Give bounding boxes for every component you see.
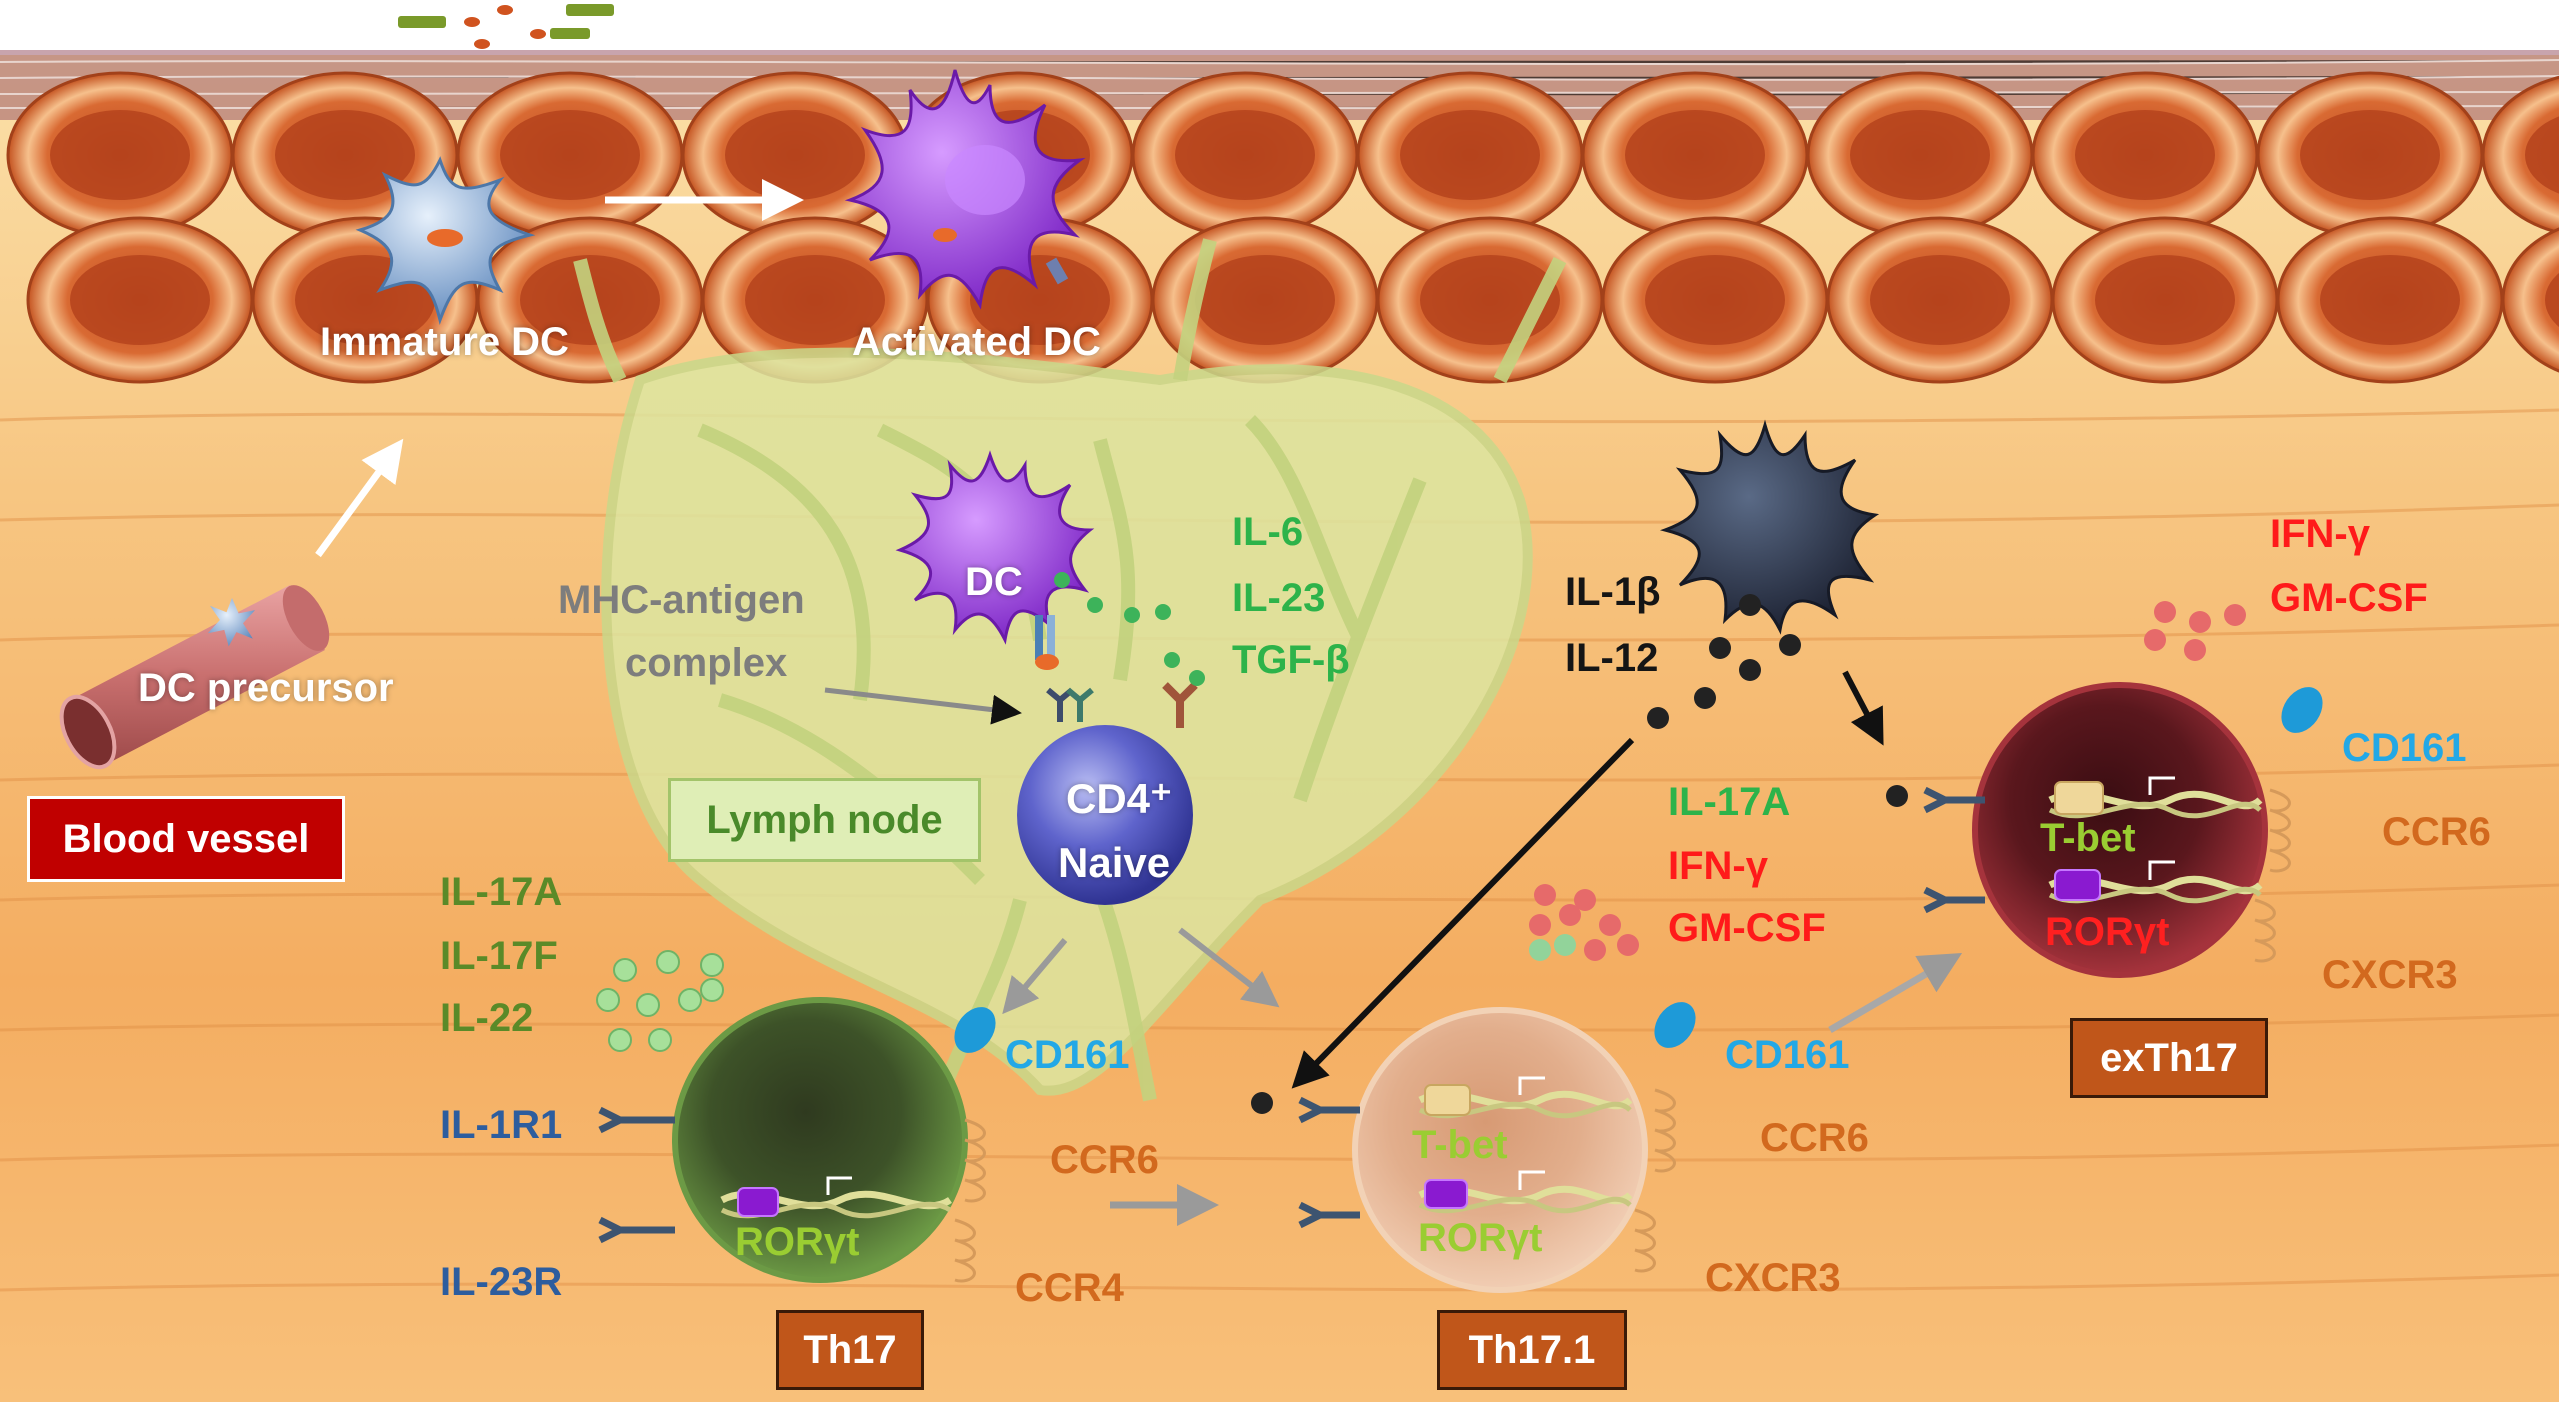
epithelial-nucleus <box>970 255 1110 345</box>
cd4-label: CD4⁺ <box>1066 775 1173 822</box>
th171-gmcsf-label: GM-CSF <box>1668 906 1826 950</box>
activated-dc-top <box>844 69 1086 310</box>
il1b-label: IL-1β <box>1565 570 1661 614</box>
epithelial-nucleus <box>1625 110 1765 200</box>
naive-label: Naive <box>1058 839 1171 886</box>
immature-dc-cell <box>355 156 536 326</box>
dc-dark-cell <box>1659 419 1880 635</box>
cytokine-dots-green <box>1054 572 1205 686</box>
th171-cd161-label: CD161 <box>1725 1033 1850 1077</box>
cytokine-dots-dark <box>1251 594 1908 1114</box>
ex-rorgt-label: RORγt <box>2045 910 2170 954</box>
ex-tbet-label: T-bet <box>2040 816 2136 860</box>
il1r1-label: IL-1R1 <box>440 1103 563 1147</box>
epithelial-nucleus <box>1195 255 1335 345</box>
arrow-dc-to-exth17 <box>1842 670 1884 746</box>
exth17-box: exTh17 <box>2070 1018 2268 1098</box>
th17-cd161-label: CD161 <box>1005 1033 1130 1077</box>
ex-ccr6-label: CCR6 <box>2382 810 2491 854</box>
th171-rorgt-label: RORγt <box>1418 1216 1543 1260</box>
epithelial-nucleus <box>1870 255 2010 345</box>
epithelial-nucleus <box>500 110 640 200</box>
epithelial-cell <box>2501 227 2559 373</box>
dc-lymph-node <box>895 450 1095 670</box>
blood-vessel-box: Blood vessel <box>27 796 345 882</box>
dc-precursor-cell <box>207 598 256 647</box>
epithelial-nucleus <box>2320 255 2460 345</box>
th17-il17a-label: IL-17A <box>440 870 563 914</box>
exth17-cell <box>1923 682 2323 978</box>
th171-cytokine-dots <box>1529 884 1639 961</box>
ex-gmcsf-label: GM-CSF <box>2270 576 2428 620</box>
epithelial-nucleus <box>1850 110 1990 200</box>
epithelial-nucleus <box>1175 110 1315 200</box>
th171-ifng-label: IFN-γ <box>1668 844 1768 888</box>
immature-dc-label: Immature DC <box>320 320 569 364</box>
epithelial-nucleus <box>2525 116 2559 194</box>
lymph-node <box>573 238 1567 1103</box>
th17-box: Th17 <box>776 1310 924 1390</box>
epithelial-nucleus <box>1645 255 1785 345</box>
th171-il17a-label: IL-17A <box>1668 780 1791 824</box>
il23r-label: IL-23R <box>440 1260 563 1304</box>
th17-rorgt-label: RORγt <box>735 1220 860 1264</box>
th17-il22-label: IL-22 <box>440 996 534 1040</box>
th17-cell <box>598 997 996 1283</box>
arrow-precursor-to-immature <box>315 438 404 558</box>
epithelial-nucleus <box>725 110 865 200</box>
arrow-th171-to-exth17 <box>1828 952 1963 1034</box>
complex-label: complex <box>625 641 788 685</box>
tgfb-label: TGF-β <box>1232 638 1350 682</box>
ex-cxcr3-label: CXCR3 <box>2322 953 2458 997</box>
mhc-antigen-label: MHC-antigen <box>558 578 805 622</box>
th171-ccr6-label: CCR6 <box>1760 1116 1869 1160</box>
arrow-naive-to-th17 <box>1002 938 1068 1015</box>
surface <box>0 0 2559 55</box>
epithelial-cell <box>2481 75 2559 235</box>
th171-tbet-label: T-bet <box>1412 1123 1508 1167</box>
epithelial-nucleus <box>745 255 885 345</box>
il6-label: IL-6 <box>1232 510 1304 554</box>
epithelial-row-2 <box>26 216 2559 384</box>
th171-cxcr3-label: CXCR3 <box>1705 1256 1841 1300</box>
ex-ifng-label: IFN-γ <box>2270 512 2370 556</box>
il12-label: IL-12 <box>1565 636 1659 680</box>
th17-ccr4-label: CCR4 <box>1015 1266 1124 1310</box>
epithelial-nucleus <box>2300 110 2440 200</box>
arrow-naive-to-th171 <box>1178 927 1280 1008</box>
epithelial-nucleus <box>70 255 210 345</box>
exth17-cytokine-dots <box>2144 601 2246 661</box>
arrow-mhc-complex <box>824 687 1022 725</box>
epithelial-nucleus <box>2095 255 2235 345</box>
epithelial-nucleus <box>50 110 190 200</box>
dc-label: DC <box>965 560 1023 604</box>
th171-box: Th17.1 <box>1437 1310 1627 1390</box>
th171-cell <box>1298 1002 1696 1293</box>
tcr-receptor <box>1046 682 1198 728</box>
th17-cytokine-dots <box>596 950 724 1052</box>
naive-cd4-cell <box>1017 725 1193 905</box>
microbes <box>398 4 614 49</box>
il23-label: IL-23 <box>1232 576 1326 620</box>
epithelial-nucleus <box>275 110 415 200</box>
lymph-node-box: Lymph node <box>668 778 981 862</box>
th17-ccr6-label: CCR6 <box>1050 1138 1159 1182</box>
th17-il17f-label: IL-17F <box>440 934 558 978</box>
dc-precursor-label: DC precursor <box>138 666 394 710</box>
epithelial-nucleus <box>1400 110 1540 200</box>
epithelial-nucleus <box>2075 110 2215 200</box>
activated-dc-label: Activated DC <box>852 320 1101 364</box>
blood-vessel-tube <box>59 585 330 770</box>
ex-cd161-label: CD161 <box>2342 726 2467 770</box>
epithelial-nucleus <box>2545 273 2559 327</box>
arrow-dc-to-th171 <box>1291 737 1635 1089</box>
